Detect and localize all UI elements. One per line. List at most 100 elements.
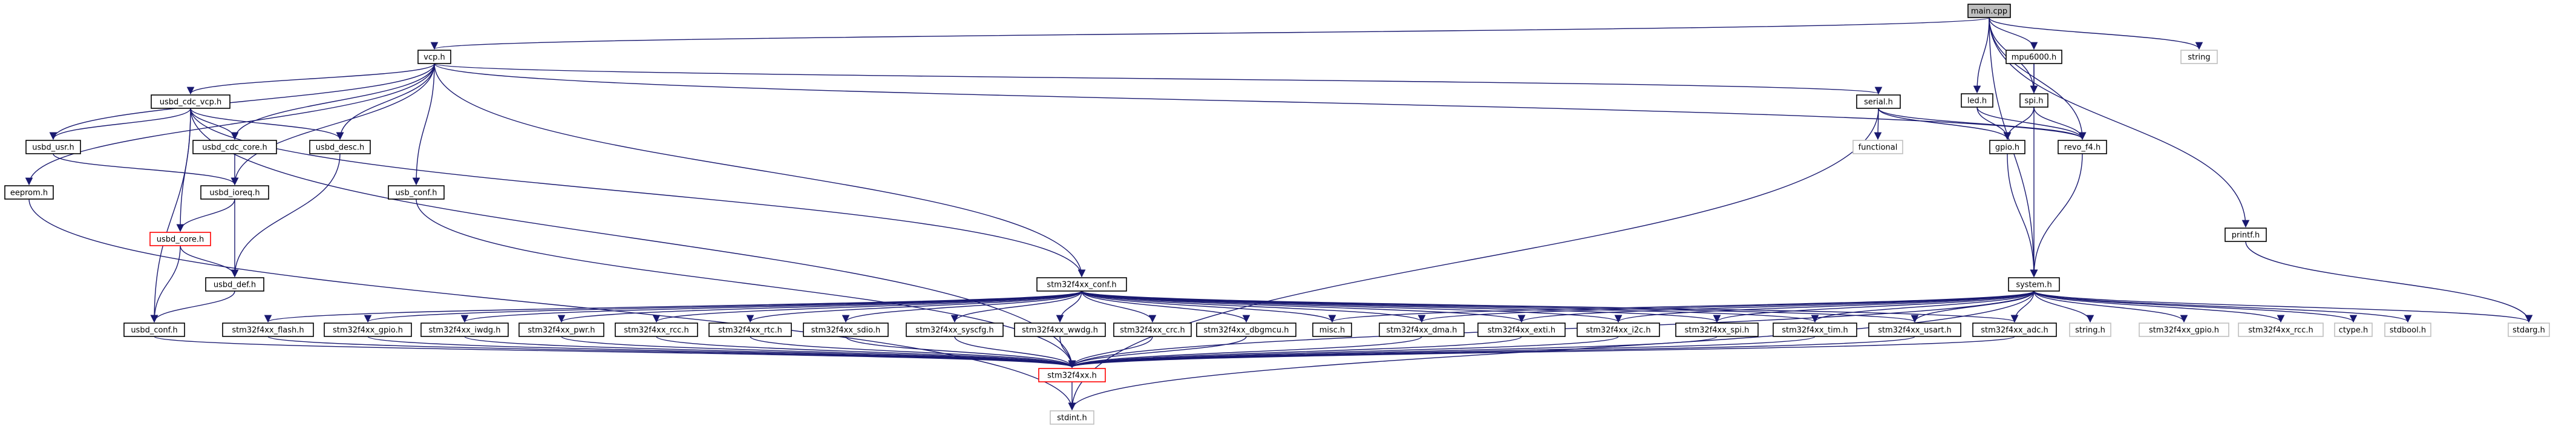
node-stm32[interactable]: stm32f4xx.h — [1038, 368, 1106, 382]
node-misc[interactable]: misc.h — [1312, 323, 1352, 337]
node-label: revo_f4.h — [2064, 143, 2100, 152]
node-box — [2058, 140, 2107, 154]
node-dbgmcu[interactable]: stm32f4xx_dbgmcu.h — [1196, 323, 1296, 337]
edge-system-rccg — [2033, 290, 2285, 323]
node-box — [1972, 323, 2057, 337]
node-label: stm32f4xx_i2c.h — [1586, 326, 1650, 335]
node-stmconf[interactable]: stm32f4xx_conf.h — [1036, 277, 1127, 292]
edge-usbddesc-usbddef — [230, 153, 341, 278]
node-exti[interactable]: stm32f4xx_exti.h — [1477, 323, 1566, 337]
edge-vcp-usbdcdcvcp — [186, 63, 435, 95]
node-led[interactable]: led.h — [1961, 93, 1993, 108]
node-box — [2334, 323, 2373, 337]
node-label: usbd_cdc_core.h — [202, 143, 267, 152]
node-pwr[interactable]: stm32f4xx_pwr.h — [518, 323, 604, 337]
node-rccg: stm32f4xx_rcc.h — [2238, 323, 2324, 337]
node-usbddesc[interactable]: usbd_desc.h — [309, 140, 371, 154]
node-label: spi.h — [2024, 97, 2043, 106]
node-dma[interactable]: stm32f4xx_dma.h — [1379, 323, 1465, 337]
edge-spih-stm32 — [1068, 336, 1718, 368]
node-sdio[interactable]: stm32f4xx_sdio.h — [803, 323, 889, 337]
node-mpu[interactable]: mpu6000.h — [2006, 50, 2062, 64]
node-revo[interactable]: revo_f4.h — [2058, 140, 2107, 154]
node-rtc[interactable]: stm32f4xx_rtc.h — [708, 323, 792, 337]
node-printf[interactable]: printf.h — [2225, 228, 2267, 242]
node-spi[interactable]: spi.h — [2019, 93, 2048, 108]
edge-stmconf-rtc — [746, 290, 1082, 323]
node-gpiog: stm32f4xx_gpio.h — [2139, 323, 2229, 337]
node-syscfg[interactable]: stm32f4xx_syscfg.h — [906, 323, 1004, 337]
node-vcp[interactable]: vcp.h — [417, 50, 451, 64]
node-label: usbd_def.h — [214, 281, 256, 290]
node-label: eeprom.h — [10, 189, 48, 198]
node-label: string.h — [2075, 326, 2105, 335]
node-box — [1477, 323, 1566, 337]
edge-gpio-system — [2007, 153, 2038, 278]
node-box — [1577, 323, 1660, 337]
node-usbdusr[interactable]: usbd_usr.h — [25, 140, 81, 154]
edge-stmconf-dbgmcu — [1081, 290, 1250, 323]
node-label: stm32f4xx_rcc.h — [624, 326, 689, 335]
node-box — [2238, 323, 2324, 337]
node-box — [1036, 277, 1127, 292]
node-box — [417, 50, 451, 64]
node-serial[interactable]: serial.h — [1856, 94, 1901, 109]
edge-system-stdarg — [2033, 290, 2532, 323]
node-usbdcdccore[interactable]: usbd_cdc_core.h — [192, 140, 277, 154]
edge-stmconf-dma — [1081, 290, 1426, 323]
node-main[interactable]: main.cpp — [1967, 4, 2011, 18]
node-box — [309, 140, 371, 154]
edge-stmconf-rcc — [653, 290, 1082, 323]
node-label: usbd_desc.h — [316, 143, 365, 152]
edge-main-revo — [1989, 17, 2087, 140]
edge-dbgmcu-stm32 — [1068, 336, 1247, 368]
node-i2c[interactable]: stm32f4xx_i2c.h — [1577, 323, 1660, 337]
node-string: string — [2180, 50, 2218, 64]
edge-system-gpiog — [2033, 290, 2188, 323]
node-gpio[interactable]: gpio.h — [1989, 140, 2025, 154]
node-rcc[interactable]: stm32f4xx_rcc.h — [615, 323, 698, 337]
edge-system-exti — [1518, 290, 2035, 323]
node-iwdg[interactable]: stm32f4xx_iwdg.h — [420, 323, 509, 337]
node-tim[interactable]: stm32f4xx_tim.h — [1773, 323, 1857, 337]
node-gpioh[interactable]: stm32f4xx_gpio.h — [324, 323, 412, 337]
node-label: system.h — [2016, 281, 2051, 290]
edges-layer — [25, 17, 2533, 411]
node-usart[interactable]: stm32f4xx_usart.h — [1868, 323, 1961, 337]
node-usbddef[interactable]: usbd_def.h — [205, 277, 264, 292]
node-label: vcp.h — [423, 53, 445, 62]
edge-vcp-revo — [434, 63, 2086, 140]
node-box — [1196, 323, 1296, 337]
node-crc[interactable]: stm32f4xx_crc.h — [1113, 323, 1192, 337]
node-label: stm32f4xx_conf.h — [1047, 281, 1116, 290]
node-flash[interactable]: stm32f4xx_flash.h — [222, 323, 314, 337]
node-usbconf[interactable]: usb_conf.h — [388, 185, 445, 200]
edge-i2c-stm32 — [1068, 336, 1619, 368]
edge-system-tim — [1811, 290, 2035, 323]
nodes-layer: main.cpp vcp.h string mpu6000.h spi.h led.h us… — [4, 4, 2550, 425]
node-label: functional — [1858, 143, 1898, 152]
node-box — [4, 185, 54, 200]
node-usbdioreq[interactable]: usbd_ioreq.h — [200, 185, 269, 200]
node-usbdconf[interactable]: usbd_conf.h — [123, 323, 185, 337]
edge-adc-stm32 — [1068, 336, 2015, 368]
edge-serial-revo — [1878, 108, 2087, 140]
node-box — [2225, 228, 2267, 242]
node-usbdcore[interactable]: usbd_core.h — [149, 232, 211, 246]
node-label: stm32f4xx_pwr.h — [528, 326, 595, 335]
node-box — [200, 185, 269, 200]
edge-stmconf-tim — [1081, 290, 1819, 323]
node-usbdcdcvcp[interactable]: usbd_cdc_vcp.h — [151, 94, 230, 109]
edge-usbdcdcvcp-stmconf — [190, 108, 1086, 278]
node-adc[interactable]: stm32f4xx_adc.h — [1972, 323, 2057, 337]
node-box — [1967, 4, 2011, 18]
node-wwdg[interactable]: stm32f4xx_wwdg.h — [1014, 323, 1106, 337]
node-spih[interactable]: stm32f4xx_spi.h — [1675, 323, 1759, 337]
node-box — [2008, 277, 2060, 292]
node-eeprom[interactable]: eeprom.h — [4, 185, 54, 200]
edge-stmconf-i2c — [1081, 290, 1622, 323]
node-box — [1312, 323, 1352, 337]
node-system[interactable]: system.h — [2008, 277, 2060, 292]
node-label: string — [2188, 53, 2210, 62]
